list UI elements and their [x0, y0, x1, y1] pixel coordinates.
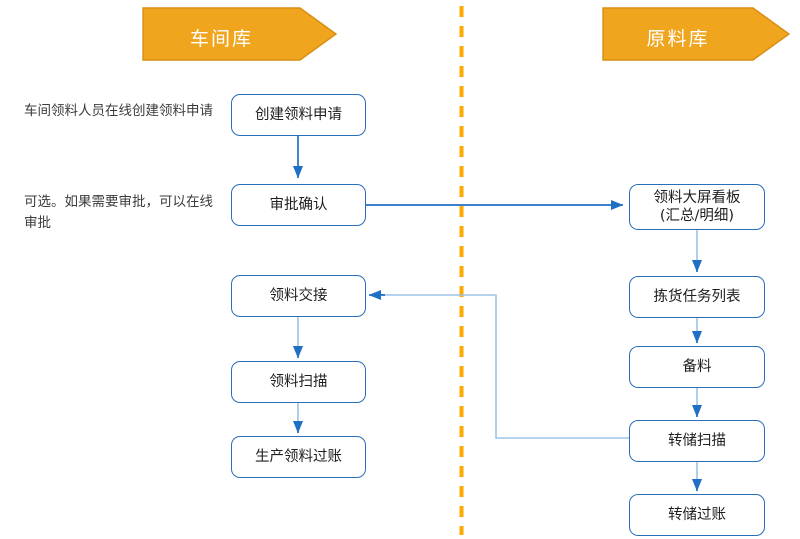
node-prepare-material[interactable]: 备料	[629, 346, 765, 388]
node-label: 生产领料过账	[255, 448, 342, 465]
node-label: 审批确认	[269, 196, 328, 213]
node-dashboard[interactable]: 领料大屏看板 (汇总/明细)	[629, 184, 765, 230]
node-label: 转储扫描	[668, 432, 726, 449]
banner-shape-workshop	[142, 7, 338, 61]
node-label: 领料交接	[269, 287, 328, 304]
node-create-request[interactable]: 创建领料申请	[231, 94, 366, 136]
node-label: 拣货任务列表	[653, 288, 741, 305]
node-transfer-scan[interactable]: 转储扫描	[629, 420, 765, 462]
node-transfer-post[interactable]: 转储过账	[629, 494, 765, 536]
note-approval-optional: 可选。如果需要审批，可以在线审批	[24, 194, 213, 231]
node-approve-confirm[interactable]: 审批确认	[231, 184, 366, 226]
node-production-post[interactable]: 生产领料过账	[231, 436, 366, 478]
node-label: 领料大屏看板	[653, 189, 741, 206]
node-sublabel: (汇总/明细)	[659, 208, 735, 224]
banner-label-workshop: 车间库	[189, 28, 253, 50]
node-material-handover[interactable]: 领料交接	[231, 275, 366, 317]
node-label: 转储过账	[668, 506, 726, 523]
node-label: 备料	[682, 358, 712, 375]
banner-label-raw: 原料库	[646, 28, 710, 50]
node-label: 创建领料申请	[255, 106, 342, 123]
banner-shape-raw	[602, 7, 791, 61]
node-label: 领料扫描	[269, 373, 328, 390]
node-material-scan[interactable]: 领料扫描	[231, 361, 366, 403]
node-picking-task[interactable]: 拣货任务列表	[629, 276, 765, 318]
edge-transferscan-to-handover	[372, 294, 629, 439]
note-create-request: 车间领料人员在线创建领料申请	[24, 103, 213, 119]
